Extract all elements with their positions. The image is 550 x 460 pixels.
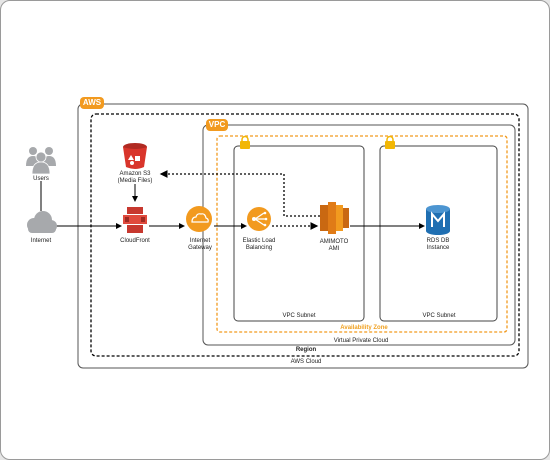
subnet-left-label: VPC Subnet <box>282 313 316 319</box>
cloudfront-label: CloudFront <box>120 238 150 244</box>
igw-label: Internet Gateway <box>184 238 216 252</box>
rds-label-line1: RDS DB <box>426 238 450 244</box>
elb-label: Elastic Load Balancing <box>239 238 279 252</box>
cloudfront-icon <box>123 207 147 233</box>
ami-to-s3-dotted-link <box>159 170 320 217</box>
users-icon <box>26 147 56 175</box>
vpc-title-label: Virtual Private Cloud <box>333 338 389 344</box>
lock-icon <box>240 135 250 149</box>
elb-label-line1: Elastic Load <box>242 238 276 244</box>
aws-badge: AWS <box>80 97 104 109</box>
subnet-right-label: VPC Subnet <box>422 313 456 319</box>
internet-cloud-icon <box>27 211 57 233</box>
aws-cloud-label: AWS Cloud <box>290 359 322 365</box>
users-label: Users <box>33 176 49 182</box>
internet-label: Internet <box>30 238 52 244</box>
vpc-container <box>202 124 516 346</box>
s3-label-line1: Amazon S3 <box>119 171 151 177</box>
availability-zone-container <box>216 135 508 333</box>
ami-label: AMIMOTO AMI <box>314 239 354 253</box>
s3-label: Amazon S3 (Media Files) <box>110 171 160 185</box>
s3-label-line2: (Media Files) <box>117 178 153 184</box>
ami-label-line1: AMIMOTO <box>319 239 349 245</box>
ec2-instance-icon <box>320 202 349 234</box>
vpc-badge: VPC <box>206 119 228 131</box>
load-balancer-icon <box>247 207 271 231</box>
igw-label-line2: Gateway <box>188 245 212 251</box>
aws-cloud-container <box>77 103 529 369</box>
elb-label-line2: Balancing <box>245 245 273 251</box>
subnet-left-container <box>233 145 365 322</box>
lock-icon <box>385 135 395 149</box>
rds-database-icon <box>426 205 450 235</box>
rds-label: RDS DB Instance <box>421 238 455 252</box>
igw-label-line1: Internet <box>189 238 211 244</box>
internet-gateway-icon <box>186 206 212 232</box>
rds-label-line2: Instance <box>426 245 450 251</box>
s3-bucket-icon <box>123 143 147 169</box>
availability-zone-label: Availability Zone <box>340 325 388 331</box>
ami-label-line2: AMI <box>328 246 340 252</box>
region-label: Region <box>295 347 317 353</box>
subnet-right-container <box>379 145 498 322</box>
region-container <box>90 113 520 357</box>
